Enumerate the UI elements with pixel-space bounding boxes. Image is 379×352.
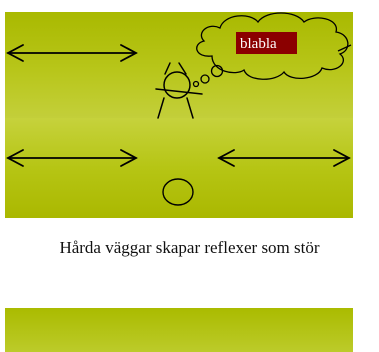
room-panel-top xyxy=(5,12,353,118)
bubble-label-bg xyxy=(236,32,297,54)
double-arrow-icon xyxy=(6,149,138,167)
thought-bubble xyxy=(192,12,352,88)
listener-head-icon xyxy=(162,178,194,206)
caption-text: Hårda väggar skapar reflexer som stör xyxy=(59,238,320,257)
bubble-label: blabla xyxy=(240,36,277,52)
room-panel-bottom xyxy=(5,118,353,218)
double-arrow-icon xyxy=(6,44,138,62)
person-icon xyxy=(155,62,203,119)
double-arrow-icon xyxy=(217,149,351,167)
room-panel-strip xyxy=(5,308,353,352)
